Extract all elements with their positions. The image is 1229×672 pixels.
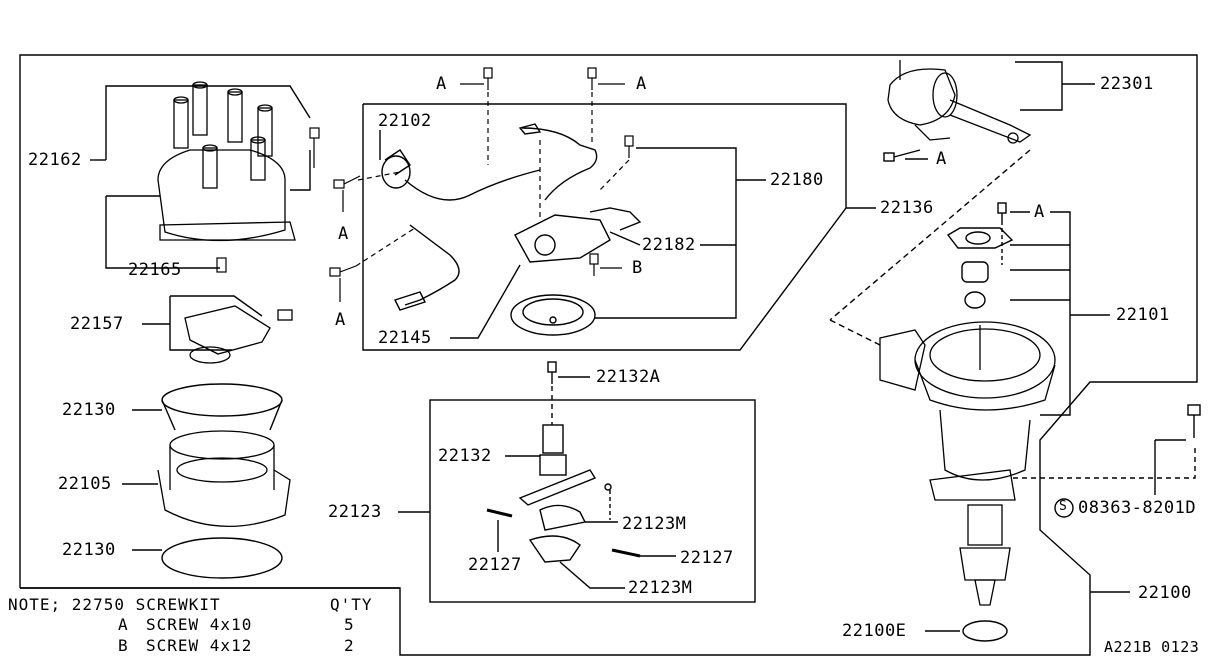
part-label-22165: 22165 — [128, 260, 182, 280]
note-row-desc: SCREW 4x12 — [146, 636, 253, 655]
screw-letter-a: A — [335, 310, 346, 330]
screw-letter-b: B — [632, 258, 643, 278]
part-label-22162: 22162 — [28, 150, 82, 170]
vacuum-advance — [887, 60, 1032, 144]
part-label-22123M-upper: 22123M — [622, 514, 687, 534]
note-row-qty: 2 — [344, 636, 355, 655]
part-label-22182: 22182 — [642, 235, 696, 255]
distributor-body — [879, 321, 1056, 606]
part-label-22145: 22145 — [378, 328, 432, 348]
part-label-08363-8201D: 08363-8201D — [1078, 498, 1197, 518]
part-label-22130-upper: 22130 — [62, 400, 116, 420]
note-row-desc: SCREW 4x10 — [146, 615, 253, 634]
part-label-22123: 22123 — [328, 502, 382, 522]
diagram-code: A221B 0123 — [1104, 638, 1200, 656]
screw-letter-a: A — [1034, 202, 1045, 222]
part-label-22127-right: 22127 — [680, 548, 734, 568]
note-row-key: A — [118, 615, 129, 634]
screw-letter-a: A — [936, 149, 947, 169]
screw-letter-a: A — [338, 224, 349, 244]
part-label-22132: 22132 — [438, 446, 492, 466]
screw-letter-a: A — [436, 74, 447, 94]
box-22123 — [429, 399, 756, 603]
box-22136 — [362, 103, 847, 351]
part-label-22100: 22100 — [1138, 583, 1192, 603]
part-label-22101: 22101 — [1116, 305, 1170, 325]
housing — [157, 430, 291, 527]
part-label-22102: 22102 — [378, 111, 432, 131]
note-qty-header: Q'TY — [330, 595, 373, 614]
part-label-22100E: 22100E — [842, 621, 907, 641]
part-label-22132A: 22132A — [596, 367, 661, 387]
part-label-22157: 22157 — [70, 314, 124, 334]
part-label-22127-left: 22127 — [468, 555, 522, 575]
note-title: NOTE; 22750 SCREWKIT — [8, 595, 221, 614]
note-row-qty: 5 — [344, 615, 355, 634]
s-mark: S — [1059, 499, 1068, 514]
part-label-22301: 22301 — [1100, 74, 1154, 94]
part-label-22180: 22180 — [770, 170, 824, 190]
part-label-22136: 22136 — [880, 198, 934, 218]
note-row-key: B — [118, 636, 129, 655]
rotor — [184, 305, 293, 364]
part-label-22105: 22105 — [58, 474, 112, 494]
outer-frame — [19, 54, 1198, 656]
screw-letter-a: A — [636, 74, 647, 94]
part-label-22123M-lower: 22123M — [628, 578, 693, 598]
distributor-cap — [157, 81, 296, 242]
part-label-22130-lower: 22130 — [62, 540, 116, 560]
